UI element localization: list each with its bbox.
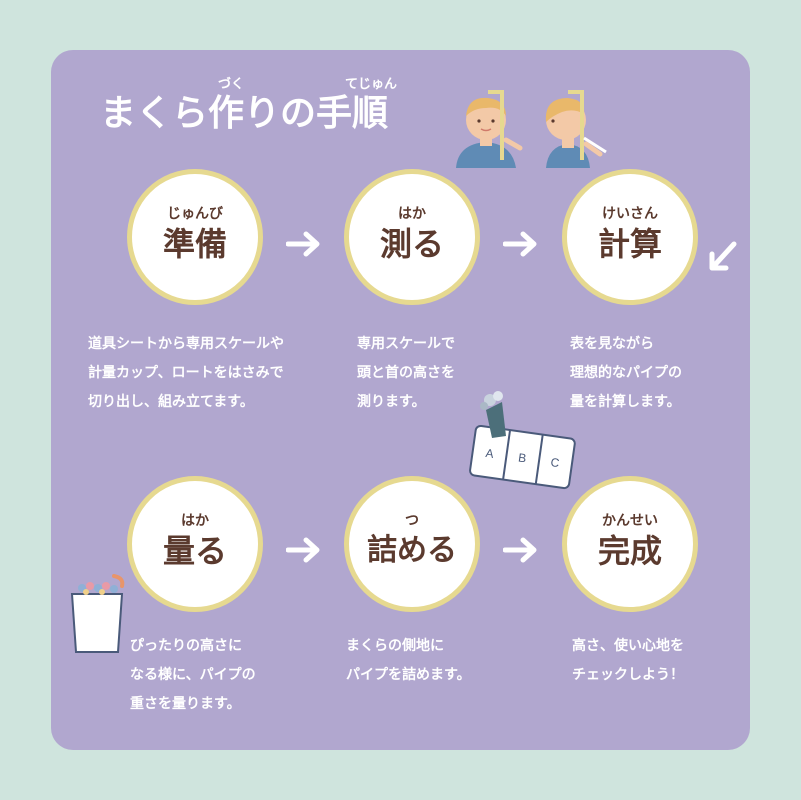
- content-panel: [51, 50, 750, 750]
- description-line: ぴったりの高さに: [130, 638, 242, 654]
- description-line: 量を計算します。: [570, 394, 681, 410]
- description-line: 専用スケールで: [357, 336, 455, 352]
- step-label: 計算: [597, 225, 662, 263]
- description-line: パイプを詰めます。: [346, 667, 471, 683]
- arrow-right-icon: [286, 537, 320, 563]
- step-circle-measure: はか 測る: [344, 169, 480, 305]
- abc-card-illustration: A B C: [469, 391, 576, 490]
- measuring-people-illustration: [456, 90, 607, 168]
- description-line: 切り出し、組み立てます。: [88, 394, 254, 410]
- step-ruby: じゅんび: [167, 206, 223, 222]
- step-circle-weigh: はか 量る: [127, 476, 263, 612]
- step-label: 完成: [597, 532, 662, 570]
- title-ruby-zukuri: づく: [218, 77, 245, 92]
- step-description-calculate: 表を見ながら 理想的なパイプの 量を計算します。: [570, 330, 682, 417]
- description-line: 道具シートから専用スケールや: [88, 336, 284, 352]
- title-ruby-tejun: てじゅん: [345, 77, 398, 92]
- description-line: なる様に、パイプの: [130, 667, 256, 683]
- step-description-complete: 高さ、使い心地を チェックしよう！: [572, 632, 684, 690]
- step-ruby: はか: [181, 513, 209, 529]
- arrow-down-left-icon: [709, 241, 737, 271]
- step-label: 準備: [162, 225, 227, 263]
- step-label: 詰める: [367, 533, 457, 568]
- step-circle-complete: かんせい 完成: [562, 476, 698, 612]
- arrow-right-icon: [503, 537, 537, 563]
- step-circle-prepare: じゅんび 準備: [127, 169, 263, 305]
- card-label-b: B: [517, 451, 527, 466]
- measuring-cup-illustration: [70, 574, 125, 653]
- step-description-weigh: ぴったりの高さに なる様に、パイプの 重さを量ります。: [130, 632, 256, 719]
- step-ruby: はか: [398, 206, 426, 222]
- step-circle-calculate: けいさん 計算: [562, 169, 698, 305]
- description-line: 測ります。: [357, 394, 426, 410]
- title-text: まくら作りの手順: [100, 93, 389, 134]
- card-label-c: C: [550, 455, 561, 470]
- description-line: 重さを量ります。: [130, 696, 241, 712]
- description-line: 理想的なパイプの: [570, 365, 682, 381]
- step-label: 測る: [379, 225, 444, 263]
- step-circle-fill: つ 詰める: [344, 476, 480, 612]
- arrow-right-icon: [503, 231, 537, 257]
- arrow-right-icon: [286, 231, 320, 257]
- step-ruby: つ: [405, 513, 419, 529]
- step-ruby: かんせい: [602, 513, 658, 529]
- description-line: 頭と首の高さを: [357, 365, 455, 381]
- description-line: 計量カップ、ロートをはさみで: [88, 365, 284, 381]
- description-line: 表を見ながら: [570, 336, 654, 352]
- step-description-measure: 専用スケールで 頭と首の高さを 測ります。: [357, 330, 455, 417]
- card-label-a: A: [485, 446, 495, 461]
- step-label: 量る: [162, 532, 227, 570]
- step-description-fill: まくらの側地に パイプを詰めます。: [346, 632, 471, 690]
- step-description-prepare: 道具シートから専用スケールや 計量カップ、ロートをはさみで 切り出し、組み立てま…: [88, 330, 284, 417]
- step-ruby: けいさん: [602, 206, 658, 222]
- description-line: まくらの側地に: [346, 638, 444, 654]
- description-line: チェックしよう！: [572, 667, 684, 683]
- description-line: 高さ、使い心地を: [572, 638, 684, 654]
